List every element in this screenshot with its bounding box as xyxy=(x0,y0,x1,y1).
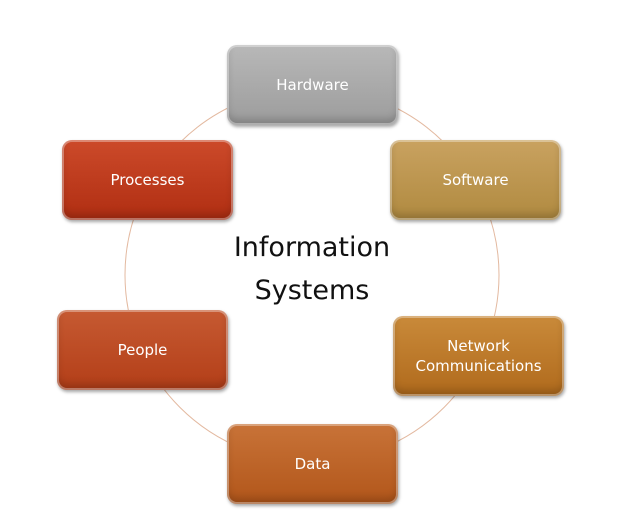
node-label: Data xyxy=(294,455,331,473)
node-hardware: Hardware xyxy=(227,45,398,125)
title-line-2: Systems xyxy=(254,275,370,306)
node-processes: Processes xyxy=(62,140,233,220)
center-title: Information Systems xyxy=(162,226,462,312)
node-label: Network Communications xyxy=(415,337,542,375)
node-software: Software xyxy=(390,140,561,220)
node-people: People xyxy=(57,310,228,390)
node-label: Hardware xyxy=(276,76,349,94)
node-data: Data xyxy=(227,424,398,504)
node-label: Software xyxy=(442,171,509,189)
node-label: People xyxy=(117,341,168,359)
node-network-communications: Network Communications xyxy=(393,316,564,396)
node-label: Processes xyxy=(110,171,185,189)
title-line-1: Information xyxy=(233,232,391,263)
